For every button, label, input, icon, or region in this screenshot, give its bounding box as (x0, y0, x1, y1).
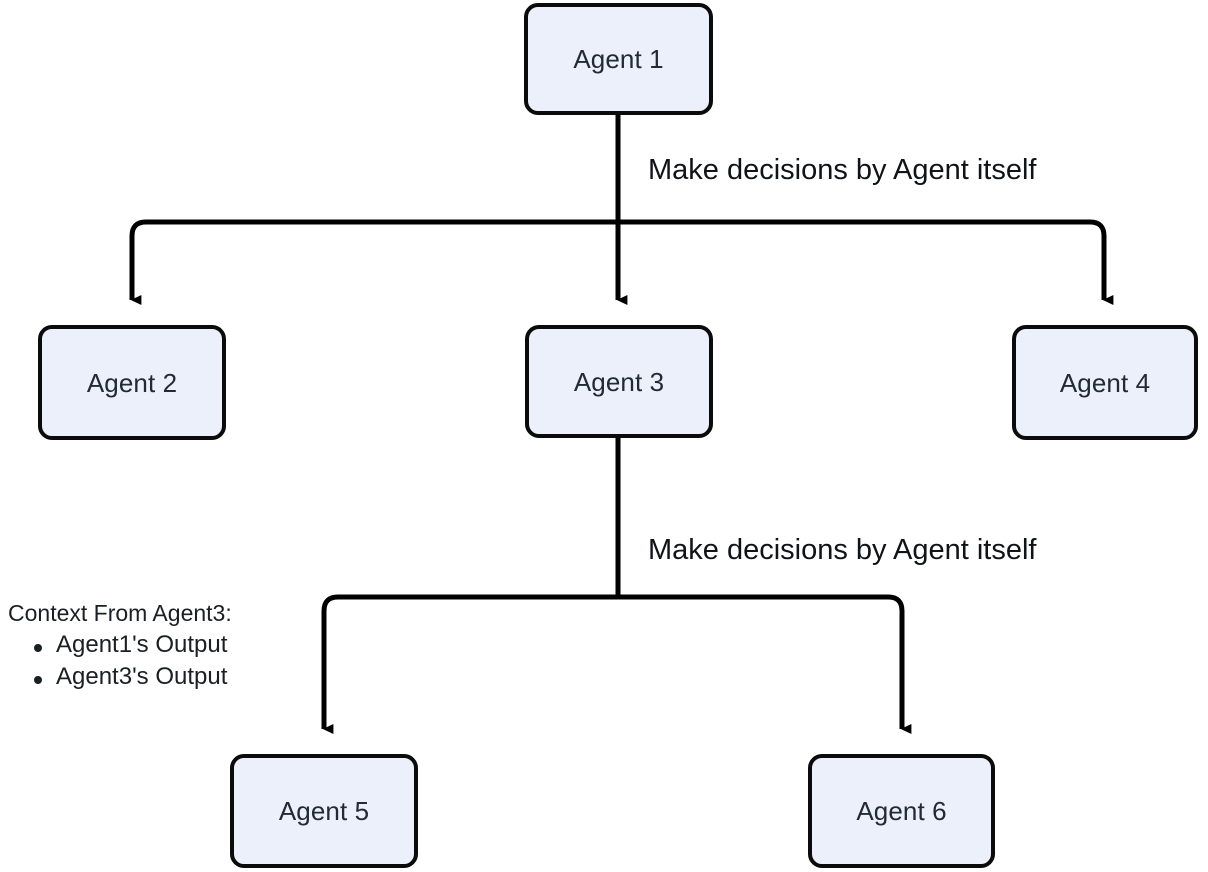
node-agent5-label: Agent 5 (278, 796, 370, 826)
node-agent4[interactable]: Agent 4 (1012, 325, 1198, 440)
node-agent6[interactable]: Agent 6 (808, 754, 995, 868)
edge-label-bottom: Make decisions by Agent itself (648, 534, 1037, 566)
node-agent3[interactable]: Agent 3 (525, 325, 713, 438)
edge-lower-bus-to-agent5 (321, 594, 618, 735)
node-agent6-label: Agent 6 (856, 796, 947, 826)
node-agent2[interactable]: Agent 2 (38, 325, 226, 440)
context-note-item: Agent1's Output (8, 632, 232, 658)
context-note: Context From Agent3: Agent1's Output Age… (8, 600, 232, 690)
edge-label-top: Make decisions by Agent itself (648, 154, 1037, 186)
node-agent1-label: Agent 1 (573, 44, 664, 74)
node-agent5[interactable]: Agent 5 (230, 754, 418, 868)
context-note-item: Agent3's Output (8, 664, 232, 690)
context-note-list: Agent1's Output Agent3's Output (8, 632, 232, 690)
node-agent2-label: Agent 2 (86, 367, 178, 398)
node-agent4-label: Agent 4 (1059, 367, 1151, 398)
edge-bus-to-agent2 (129, 219, 618, 306)
edge-bus-to-agent4 (618, 219, 1114, 306)
node-agent1[interactable]: Agent 1 (524, 3, 713, 115)
node-agent3-label: Agent 3 (573, 366, 665, 397)
edge-lower-bus-to-agent6 (618, 594, 912, 735)
context-note-title: Context From Agent3: (8, 600, 232, 626)
